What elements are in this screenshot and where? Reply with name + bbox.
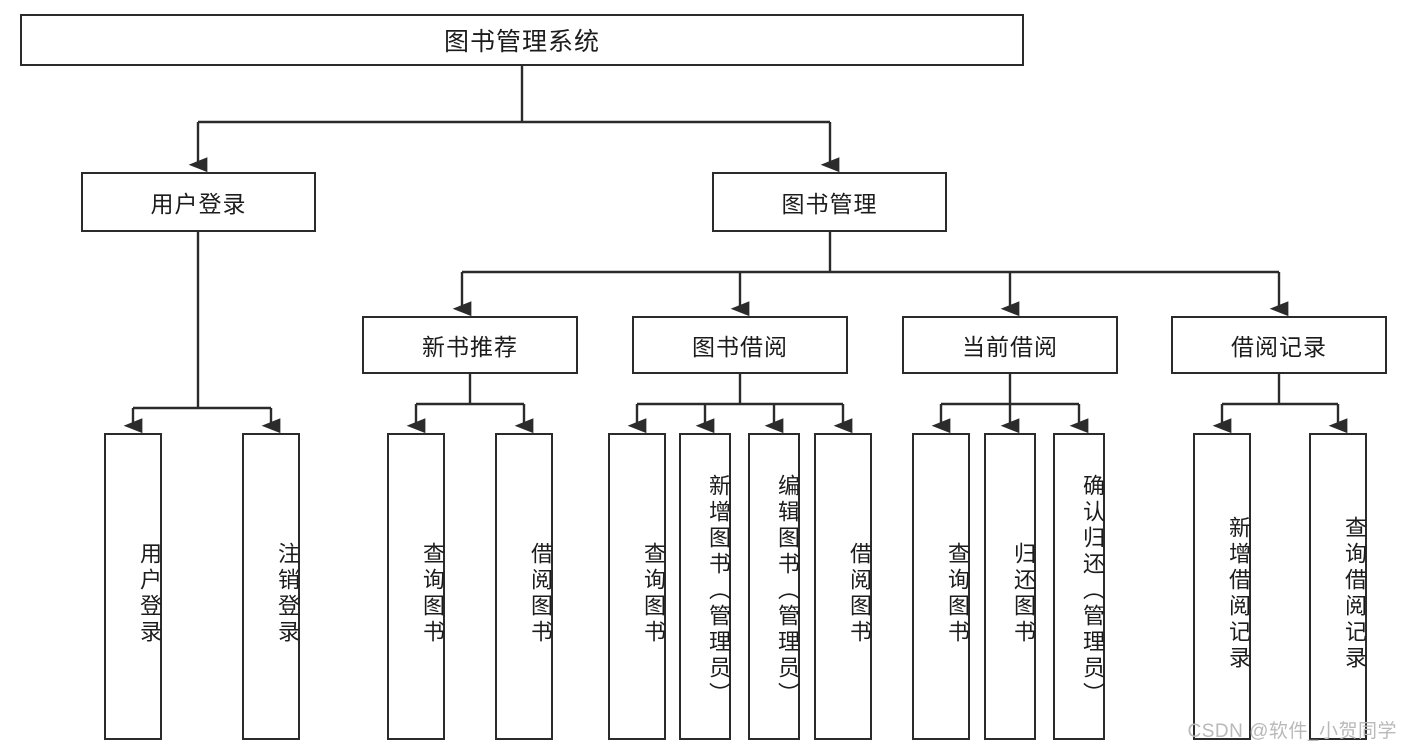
node-leaf-return-book[interactable]: 归还图书 (984, 433, 1036, 740)
node-leaf-query-book-borrow[interactable]: 查询图书 (608, 433, 666, 740)
csdn-watermark: CSDN @软件_小贺同学 (1187, 721, 1397, 742)
node-user-login[interactable]: 用户登录 (81, 172, 316, 232)
node-root-system[interactable]: 图书管理系统 (20, 14, 1024, 66)
node-leaf-user-logout[interactable]: 注销登录 (242, 433, 300, 740)
node-new-book-recommend[interactable]: 新书推荐 (362, 316, 578, 374)
node-leaf-query-book-recommend[interactable]: 查询图书 (387, 433, 445, 740)
node-borrow-record[interactable]: 借阅记录 (1171, 316, 1387, 374)
node-leaf-borrow-book[interactable]: 借阅图书 (814, 433, 872, 740)
node-book-borrow[interactable]: 图书借阅 (632, 316, 848, 374)
node-leaf-add-book[interactable]: 新增图书（管理员） (679, 433, 731, 740)
node-current-borrow[interactable]: 当前借阅 (902, 316, 1118, 374)
node-leaf-confirm-return[interactable]: 确认归还（管理员） (1053, 433, 1105, 740)
node-leaf-edit-book[interactable]: 编辑图书（管理员） (748, 433, 800, 740)
node-leaf-query-borrow-record[interactable]: 查询借阅记录 (1309, 433, 1367, 740)
node-leaf-user-login[interactable]: 用户登录 (104, 433, 162, 740)
node-leaf-borrow-book-recommend[interactable]: 借阅图书 (495, 433, 553, 740)
node-book-manage[interactable]: 图书管理 (712, 172, 947, 232)
node-leaf-query-book-current[interactable]: 查询图书 (912, 433, 970, 740)
node-leaf-add-borrow-record[interactable]: 新增借阅记录 (1193, 433, 1251, 740)
